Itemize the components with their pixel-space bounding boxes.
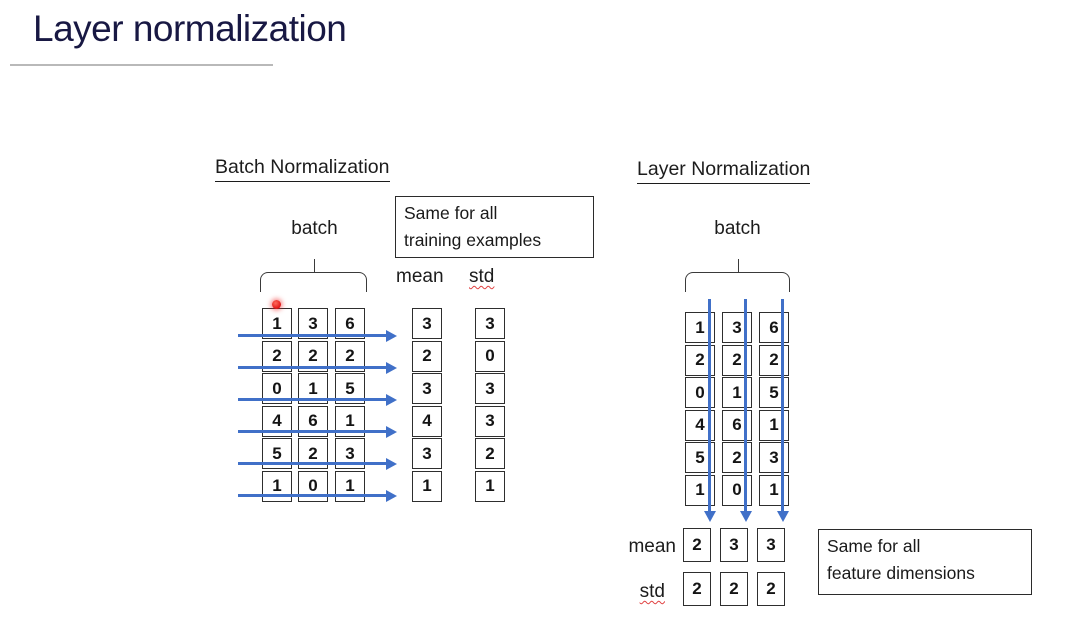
grid-cell: 6 bbox=[335, 308, 365, 339]
mean-cell: 4 bbox=[412, 405, 442, 437]
brace-body bbox=[260, 272, 367, 292]
std-cell: 3 bbox=[475, 405, 505, 437]
std-cell: 0 bbox=[475, 340, 505, 372]
grid-cell: 1 bbox=[759, 409, 789, 441]
down-arrowhead-icon bbox=[776, 511, 789, 522]
down-arrowhead-icon bbox=[703, 511, 716, 522]
grid-cell: 2 bbox=[759, 344, 789, 376]
right-arrowhead-icon bbox=[386, 489, 397, 502]
grid-cell: 1 bbox=[262, 470, 292, 502]
batch-norm-grid-column: 1 2 0 4 5 1 bbox=[262, 308, 292, 503]
right-arrow bbox=[238, 361, 397, 374]
right-arrowhead-icon bbox=[386, 361, 397, 374]
title-underline bbox=[10, 64, 273, 66]
note-line: Same for all bbox=[404, 203, 498, 223]
down-arrow bbox=[739, 299, 752, 522]
layer-norm-mean-label: mean bbox=[628, 536, 676, 557]
batch-norm-mean-label: mean bbox=[396, 266, 444, 287]
right-arrow bbox=[238, 329, 397, 342]
std-cell: 2 bbox=[475, 438, 505, 469]
layer-norm-batch-label: batch bbox=[714, 218, 761, 239]
batch-norm-std-column: 3 0 3 3 2 1 bbox=[475, 308, 505, 503]
grid-cell: 1 bbox=[759, 474, 789, 506]
batch-norm-grid-column: 3 2 1 6 2 0 bbox=[298, 308, 328, 503]
layer-norm-std-label: std bbox=[639, 581, 665, 602]
mean-cell: 3 bbox=[412, 373, 442, 404]
std-cell: 2 bbox=[720, 572, 748, 606]
down-arrow bbox=[776, 299, 789, 522]
right-arrowhead-icon bbox=[386, 329, 397, 342]
brace-tick bbox=[313, 259, 316, 273]
down-arrowhead-icon bbox=[739, 511, 752, 522]
batch-norm-title: Batch Normalization bbox=[215, 156, 390, 182]
right-arrowhead-icon bbox=[386, 393, 397, 406]
std-cell: 2 bbox=[683, 572, 711, 606]
batch-norm-batch-label: batch bbox=[291, 218, 338, 239]
layer-norm-brace bbox=[685, 258, 790, 294]
grid-cell: 2 bbox=[722, 344, 752, 376]
layer-norm-note-box: Same for all feature dimensions bbox=[818, 529, 1032, 595]
grid-cell: 6 bbox=[722, 409, 752, 441]
right-arrow bbox=[238, 489, 397, 502]
grid-cell: 1 bbox=[335, 470, 365, 502]
mean-cell: 2 bbox=[683, 528, 711, 562]
mean-cell: 3 bbox=[412, 438, 442, 469]
note-line: feature dimensions bbox=[827, 562, 975, 583]
mean-cell: 3 bbox=[720, 528, 748, 562]
batch-norm-brace bbox=[260, 258, 367, 294]
note-line: Same for all bbox=[827, 536, 921, 556]
layer-norm-grid-column: 6 2 5 1 3 1 bbox=[759, 312, 789, 507]
brace-tick bbox=[737, 259, 740, 273]
batch-norm-note-box: Same for all training examples bbox=[395, 196, 594, 258]
mean-cell: 3 bbox=[757, 528, 785, 562]
batch-norm-mean-column: 3 2 3 4 3 1 bbox=[412, 308, 442, 503]
grid-cell: 1 bbox=[722, 377, 752, 408]
note-line: training examples bbox=[404, 229, 542, 250]
mean-cell: 3 bbox=[412, 308, 442, 339]
grid-cell: 3 bbox=[298, 308, 328, 339]
layer-norm-title: Layer Normalization bbox=[637, 158, 811, 184]
layer-norm-grid-column: 3 2 1 6 2 0 bbox=[722, 312, 752, 507]
grid-cell: 0 bbox=[298, 470, 328, 502]
batch-norm-std-label: std bbox=[469, 266, 495, 287]
grid-cell: 3 bbox=[722, 312, 752, 343]
right-arrowhead-icon bbox=[386, 457, 397, 470]
mean-cell: 2 bbox=[412, 340, 442, 372]
std-cell: 2 bbox=[757, 572, 785, 606]
right-arrow bbox=[238, 425, 397, 438]
grid-cell: 0 bbox=[722, 474, 752, 506]
std-cell: 3 bbox=[475, 373, 505, 404]
page-title: Layer normalization bbox=[33, 8, 347, 49]
grid-cell: 6 bbox=[759, 312, 789, 343]
std-cell: 1 bbox=[475, 470, 505, 502]
mean-cell: 1 bbox=[412, 470, 442, 502]
grid-cell: 3 bbox=[759, 442, 789, 473]
right-arrow bbox=[238, 457, 397, 470]
right-arrowhead-icon bbox=[386, 425, 397, 438]
down-arrow bbox=[703, 299, 716, 522]
brace-body bbox=[685, 272, 790, 292]
right-arrow bbox=[238, 393, 397, 406]
grid-cell: 2 bbox=[722, 442, 752, 473]
batch-norm-grid-column: 6 2 5 1 3 1 bbox=[335, 308, 365, 503]
laser-pointer-dot bbox=[272, 300, 281, 309]
grid-cell: 5 bbox=[759, 377, 789, 408]
std-cell: 3 bbox=[475, 308, 505, 339]
